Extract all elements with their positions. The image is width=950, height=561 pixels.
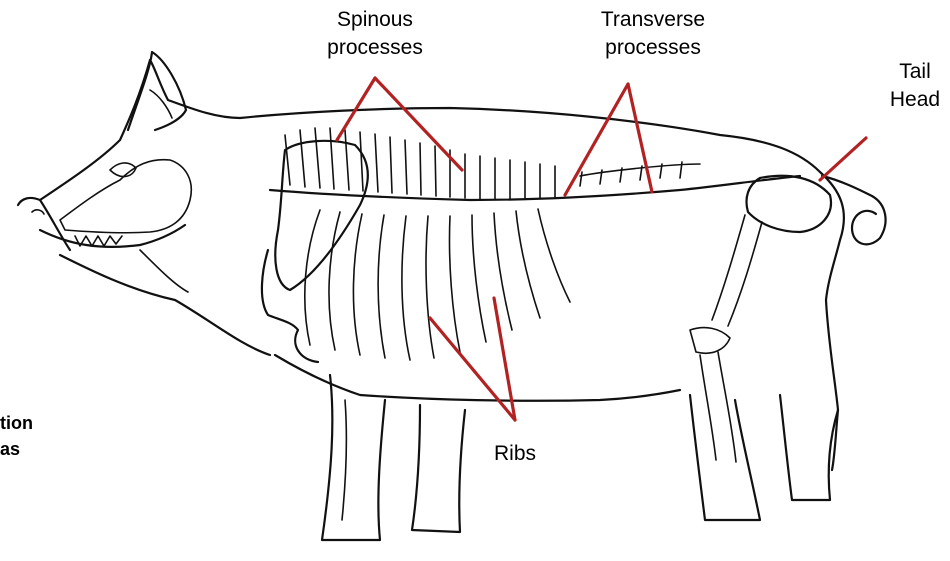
back-outline: [150, 60, 844, 470]
side-text-line2: as: [0, 436, 33, 462]
spinous-label-line1: Spinous: [300, 6, 450, 34]
transverse-leader-1: [565, 84, 628, 195]
ear-inner-line: [150, 90, 172, 118]
ear-outline: [128, 52, 186, 130]
femur: [712, 215, 762, 326]
rib-8: [472, 215, 486, 342]
rib-4: [378, 215, 385, 358]
mandible-line: [140, 250, 188, 292]
rib-5: [402, 216, 410, 360]
ribs-label-text: Ribs: [465, 440, 565, 468]
transverse-label-line2: processes: [568, 34, 738, 62]
cropped-side-text: tion as: [0, 410, 33, 462]
side-text-line1: tion: [0, 410, 33, 436]
front-leg-far: [412, 405, 465, 532]
jaw-outline: [60, 255, 270, 355]
tail-label-line1: Tail: [880, 58, 950, 86]
curly-tail: [822, 176, 886, 244]
hind-leg: [690, 395, 760, 520]
rib-7: [449, 216, 460, 352]
tail: [822, 176, 886, 244]
spinous-leader-2: [375, 78, 462, 170]
ribs-leader-1: [430, 318, 515, 420]
spinous-processes: [285, 128, 555, 199]
hind-leg-far: [780, 395, 838, 500]
rib-3: [353, 214, 362, 355]
spinous-label-line2: processes: [300, 34, 450, 62]
hock-joint: [690, 328, 730, 354]
rib-11: [538, 209, 570, 302]
nostril: [32, 210, 44, 214]
tail-head-label: Tail Head: [880, 58, 950, 114]
snout-top-outline: [40, 60, 150, 200]
spinous-processes-label: Spinous processes: [300, 6, 450, 62]
rib-6: [426, 216, 434, 358]
leader-lines: [337, 78, 866, 420]
belly-outline: [275, 355, 680, 401]
front-leg: [322, 375, 385, 540]
transverse-processes-label: Transverse processes: [568, 6, 738, 62]
spine: [270, 128, 800, 200]
rib-10: [516, 211, 540, 318]
pelvis: [747, 176, 831, 232]
ear: [128, 52, 186, 130]
pig-body-outline: [18, 60, 844, 470]
skull-outline: [60, 160, 191, 233]
pelvis-and-hind-bones: [690, 176, 831, 462]
transverse-label-line1: Transverse: [568, 6, 738, 34]
cannon-bone: [700, 352, 736, 462]
tail-head-leader: [820, 138, 866, 180]
tail-label-line2: Head: [880, 86, 950, 114]
front-leg-bone: [342, 400, 346, 520]
rib-2: [329, 212, 340, 350]
ribs-label: Ribs: [465, 440, 565, 468]
